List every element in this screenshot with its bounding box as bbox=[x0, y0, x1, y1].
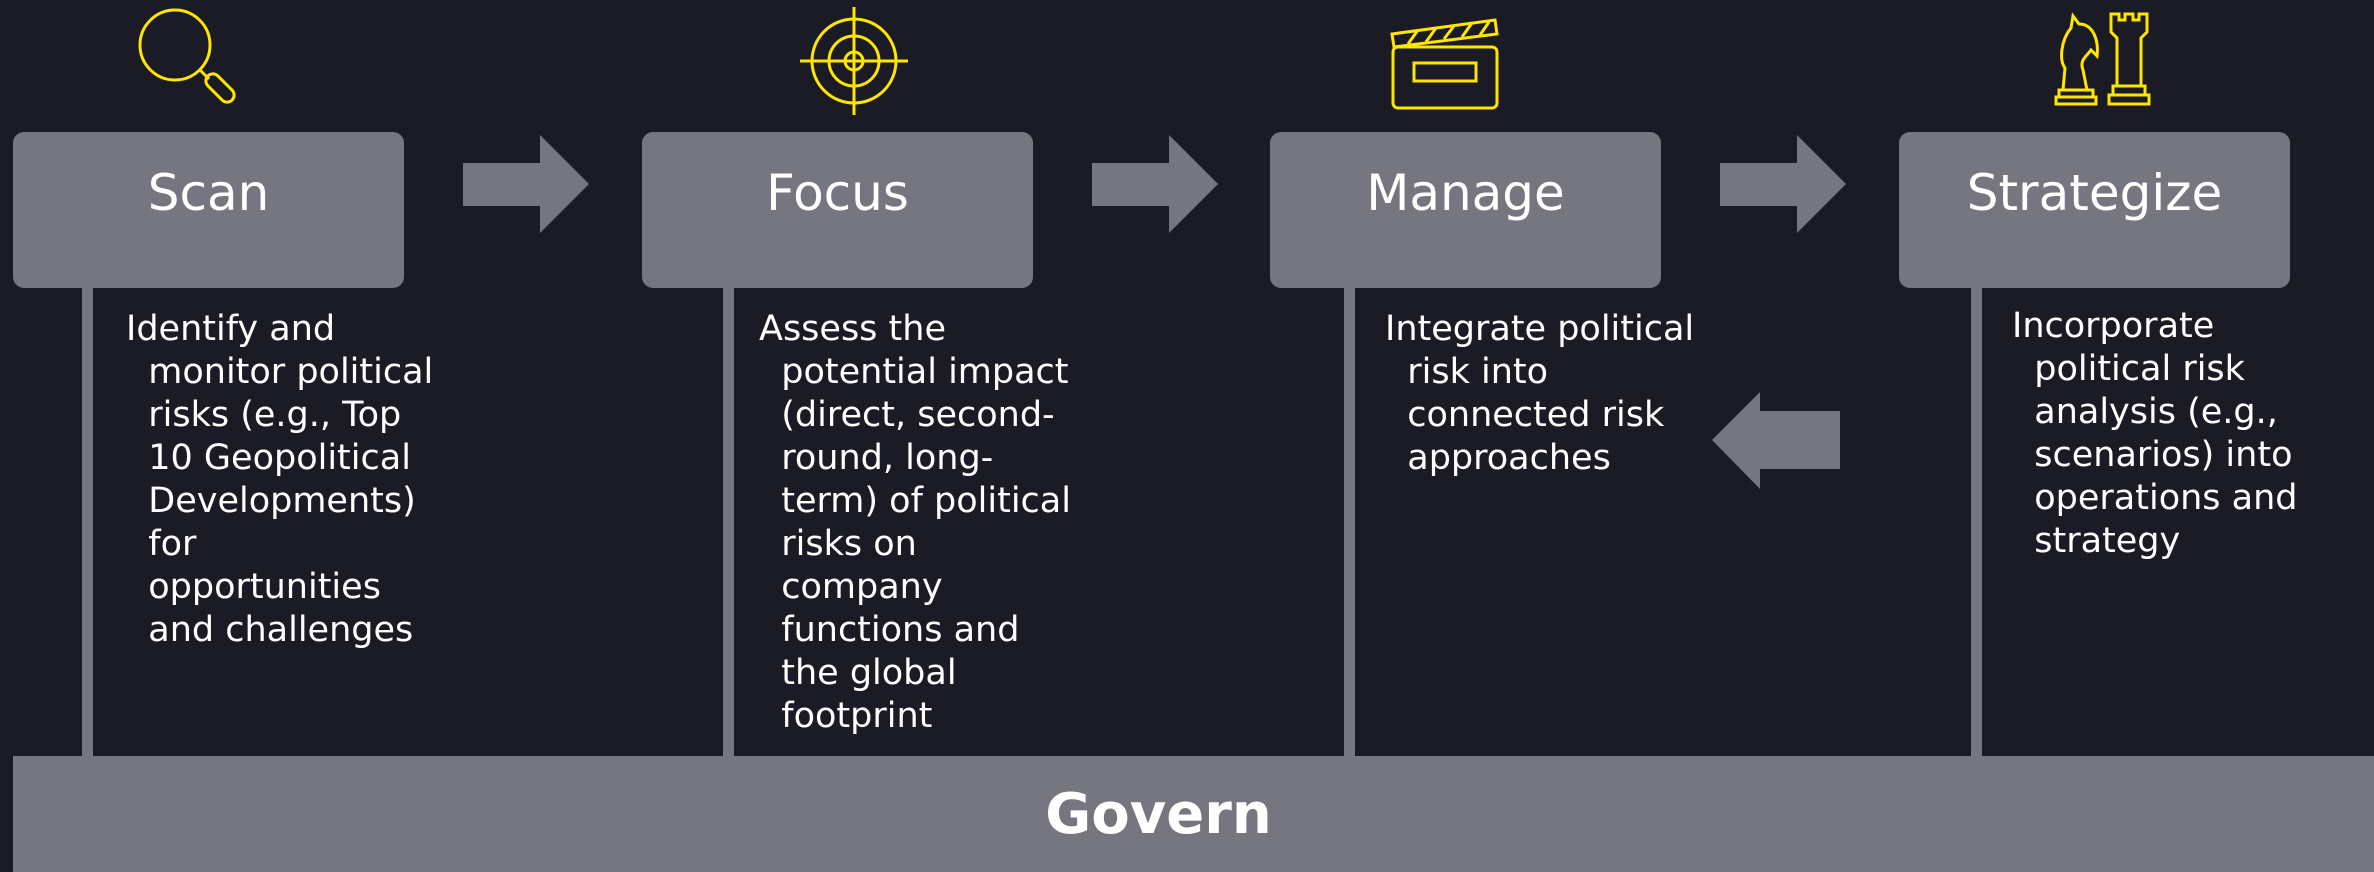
stage-description-focus: Assess the potential impact (direct, sec… bbox=[759, 309, 1071, 736]
stage-description-manage: Integrate political risk into connected … bbox=[1385, 309, 1695, 478]
stage-connector-manage bbox=[1344, 288, 1355, 758]
stage-title-focus: Focus bbox=[766, 164, 909, 222]
stage-title-scan: Scan bbox=[147, 164, 270, 222]
stage-box-strategize: Strategize bbox=[1899, 132, 2290, 288]
govern-label: Govern bbox=[1045, 781, 1272, 847]
target-icon bbox=[800, 7, 908, 115]
stage-box-manage: Manage bbox=[1270, 132, 1661, 288]
stage-title-manage: Manage bbox=[1366, 164, 1565, 222]
stage-description-strategize: Incorporate political risk analysis (e.g… bbox=[2012, 306, 2298, 561]
stage-connector-strategize bbox=[1971, 288, 1982, 758]
stage-description-scan: Identify and monitor political risks (e.… bbox=[126, 309, 434, 650]
chess-pieces-icon bbox=[2054, 12, 2151, 106]
clapperboard-icon bbox=[1390, 18, 1499, 110]
left-arrow-icon bbox=[1712, 392, 1840, 489]
right-arrow-icon bbox=[463, 135, 589, 233]
stage-connector-scan bbox=[82, 288, 93, 758]
right-arrow-icon bbox=[1720, 135, 1846, 233]
stage-connector-focus bbox=[723, 288, 734, 758]
govern-bar: Govern bbox=[13, 756, 2374, 872]
stage-title-strategize: Strategize bbox=[1966, 164, 2223, 222]
stage-box-scan: Scan bbox=[13, 132, 404, 288]
magnifier-icon bbox=[138, 8, 236, 104]
stage-box-focus: Focus bbox=[642, 132, 1033, 288]
right-arrow-icon bbox=[1092, 135, 1218, 233]
